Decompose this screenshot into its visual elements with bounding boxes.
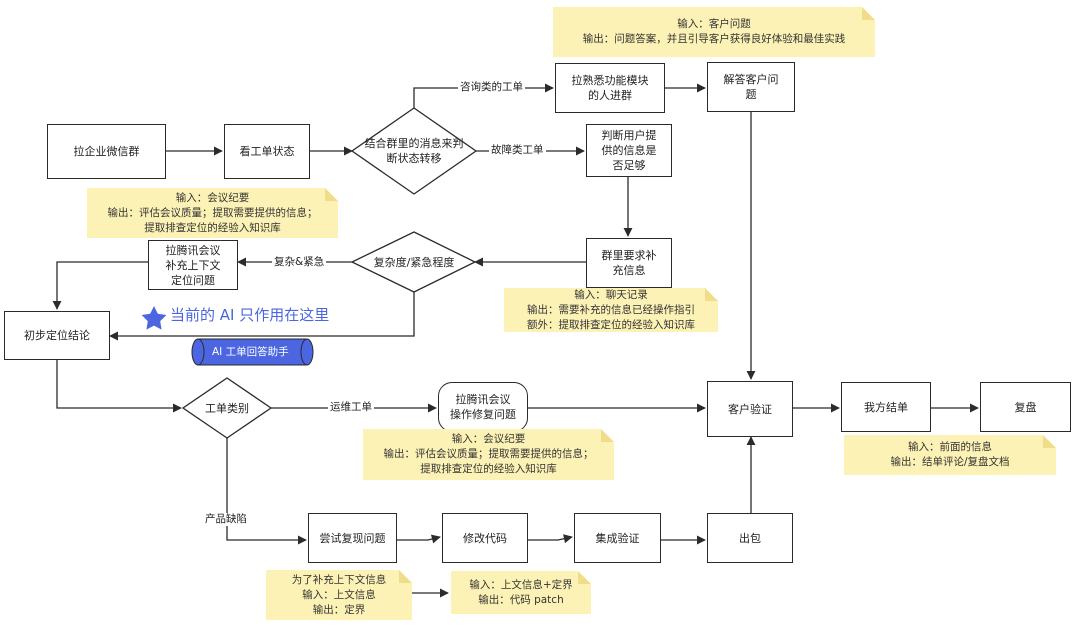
node-judge-info-sufficient: 判断用户提 供的信息是 否足够 bbox=[586, 124, 672, 177]
node-customer-verify: 客户验证 bbox=[707, 381, 793, 437]
edge-label-consult: 咨询类的工单 bbox=[458, 81, 525, 94]
edge-label-product-defect: 产品缺陷 bbox=[203, 513, 249, 526]
node-tencent-meeting-fix: 拉腾讯会议 操作修复问题 bbox=[438, 382, 528, 432]
note-meeting-minutes-mid: 输入：会议纪要 输出：评估会议质量；提取需要提供的信息； 提取排查定位的经验入知… bbox=[363, 429, 614, 480]
node-try-reproduce: 尝试复现问题 bbox=[308, 513, 397, 563]
node-review: 复盘 bbox=[980, 382, 1071, 432]
edge-complexity-to-initial bbox=[109, 292, 415, 341]
edge-label-complex-urgent: 复杂&紧急 bbox=[272, 256, 327, 269]
node-request-more-info: 群里要求补 充信息 bbox=[586, 238, 672, 288]
node-initial-conclusion: 初步定位结论 bbox=[4, 311, 110, 360]
node-answer-customer: 解答客户问 题 bbox=[707, 62, 795, 112]
node-tencent-meeting-context: 拉腾讯会议 补充上下文 定位问题 bbox=[148, 240, 238, 290]
note-meeting-minutes-top: 输入：会议纪要 输出：评估会议质量；提取需要提供的信息； 提取排查定位的经验入知… bbox=[87, 188, 338, 238]
node-pull-familiar-people: 拉熟悉功能模块 的人进群 bbox=[555, 63, 665, 113]
note-customer-question: 输入：客户问题 输出：问题答案，并且引导客户获得良好体验和最佳实践 bbox=[553, 7, 875, 57]
node-check-ticket-status: 看工单状态 bbox=[224, 124, 310, 179]
edge-modify-to-integration bbox=[528, 534, 573, 544]
decision-complexity-text: 复杂度/紧急程度 bbox=[373, 256, 455, 269]
node-integration-verify: 集成验证 bbox=[574, 513, 661, 563]
node-modify-code: 修改代码 bbox=[442, 513, 528, 563]
edge-reproduce-to-modify bbox=[397, 534, 441, 544]
node-pull-wechat-group: 拉企业微信群 bbox=[47, 124, 166, 179]
note-previous-info: 输入：前面的信息 输出：结单评论/复盘文档 bbox=[844, 435, 1056, 475]
decision-ticket-type-diamond bbox=[181, 377, 273, 439]
edge-label-fault: 故障类工单 bbox=[489, 144, 546, 157]
decision-status-text: 结合群里的消息来判 断状态转移 bbox=[364, 137, 464, 165]
edge-meeting-to-initial bbox=[52, 261, 148, 310]
edge-initial-to-type bbox=[56, 360, 182, 413]
ai-assistant-label: AI 工单回答助手 bbox=[212, 346, 289, 358]
note-context-supplement: 为了补充上下文信息 输入：上文信息 输出：定界 bbox=[266, 570, 412, 620]
ai-callout-text: 当前的 AI 只作用在这里 bbox=[170, 306, 330, 324]
note-chat-records: 输入：聊天记录 输出：需要补充的信息已经操作指引 额外：提取排查定位的经验入知识… bbox=[504, 288, 718, 332]
edge-type-to-reproduce bbox=[226, 438, 307, 545]
node-release: 出包 bbox=[707, 513, 793, 563]
decision-ticket-type-text: 工单类别 bbox=[205, 402, 249, 415]
node-our-close: 我方结单 bbox=[841, 382, 931, 432]
edge-label-ops: 运维工单 bbox=[328, 401, 374, 414]
decision-status-diamond bbox=[350, 107, 478, 195]
note-code-patch: 输入：上文信息+定界 输出：代码 patch bbox=[451, 571, 591, 614]
star-icon bbox=[141, 306, 167, 330]
decision-complexity-diamond bbox=[350, 231, 477, 293]
ai-assistant-cylinder bbox=[191, 338, 314, 366]
